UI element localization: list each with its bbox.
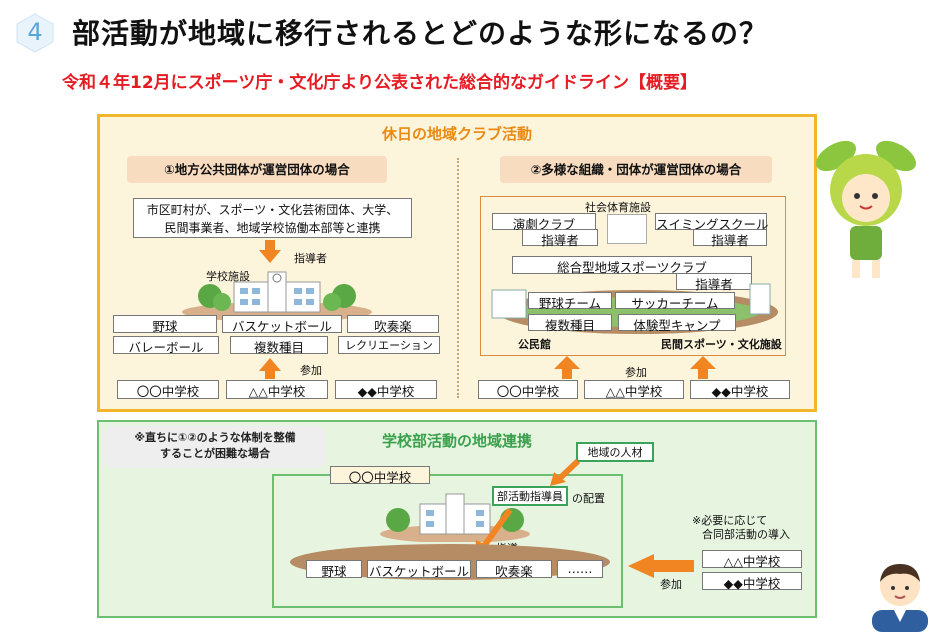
case-divider xyxy=(457,158,459,398)
case1-arrow-stem xyxy=(265,240,275,250)
page-title: 部活動が地域に移行されるとどのような形になるの？ xyxy=(72,12,768,52)
case1-activity-brass-band: 吹奏楽 xyxy=(347,315,439,333)
case2-activity-soccer-team: サッカーチーム xyxy=(615,292,735,309)
case2-community-hall-label: 公民館 xyxy=(518,336,551,352)
linkage-activity-basketball: バスケットボール xyxy=(367,560,471,578)
case1-activity-volleyball: バレーボール xyxy=(113,336,219,354)
case2-up-arrow-a-icon xyxy=(554,356,580,369)
case2-up-arrow-b-stem xyxy=(698,369,708,379)
case2-participate-label: 参加 xyxy=(625,364,647,380)
page-subtitle: 令和４年12月にスポーツ庁・文化庁より公表された総合的なガイドライン【概要】 xyxy=(62,68,697,93)
linkage-activity-more: …… xyxy=(557,560,603,578)
case2-club-swimming: スイミングスクール xyxy=(655,213,767,230)
case2-up-arrow-a-stem xyxy=(562,369,572,379)
linkage-activity-baseball: 野球 xyxy=(306,560,362,578)
case2-instructor-b: 指導者 xyxy=(693,229,767,246)
joint-note-line2: 合同部活動の導入 xyxy=(702,526,790,542)
linkage-participate-label: 参加 xyxy=(660,576,682,592)
case1-school-a: 〇〇中学校 xyxy=(117,380,219,399)
case2-instructor-a: 指導者 xyxy=(522,229,598,246)
case2-school-a: 〇〇中学校 xyxy=(478,380,578,399)
linkage-note-line2: することが困難な場合 xyxy=(104,446,326,462)
club-coach-suffix: の配置 xyxy=(572,490,605,506)
linkage-note-line1: ※直ちに①②のような体制を整備 xyxy=(104,430,326,446)
case2-private-facility-label: 民間スポーツ・文化施設 xyxy=(661,336,782,352)
case1-school-c: ◆◆中学校 xyxy=(335,380,437,399)
case2-activity-baseball-team: 野球チーム xyxy=(528,292,612,309)
talent-arrow-icon xyxy=(548,458,582,488)
case1-activity-multi-sport: 複数種目 xyxy=(230,336,328,354)
case1-activity-baseball: 野球 xyxy=(113,315,217,333)
case1-heading: ①地方公共団体が運営団体の場合 xyxy=(127,156,387,183)
participate-left-arrow-icon xyxy=(628,554,654,578)
linkage-activity-brass-band: 吹奏楽 xyxy=(476,560,552,578)
case2-heading: ②多様な組織・団体が運営団体の場合 xyxy=(500,156,772,183)
participate-arrow-stem xyxy=(654,560,694,572)
case1-coop-line1: 市区町村が、スポーツ・文化芸術団体、大学、 xyxy=(134,201,411,219)
joint-school-b: △△中学校 xyxy=(702,550,802,568)
case1-activity-recreation: レクリエーション xyxy=(338,336,440,354)
case2-club-drama: 演劇クラブ xyxy=(492,213,596,230)
case1-up-arrow-stem xyxy=(265,371,275,379)
case2-up-arrow-b-icon xyxy=(690,356,716,369)
local-talent-box: 地域の人材 xyxy=(576,442,654,462)
joint-school-c: ◆◆中学校 xyxy=(702,572,802,590)
weekend-club-title: 休日の地域クラブ活動 xyxy=(100,123,814,144)
school-building-icon xyxy=(182,262,372,320)
case2-facility-building-icon xyxy=(607,214,647,244)
case1-up-arrow-icon xyxy=(259,358,281,371)
case2-activity-camp: 体験型キャンプ xyxy=(618,314,736,331)
case1-coop-line2: 民間事業者、地域学校協働本部等と連携 xyxy=(134,219,411,237)
linkage-note: ※直ちに①②のような体制を整備 することが困難な場合 xyxy=(104,426,326,468)
person-icon xyxy=(864,556,936,632)
case1-school-b: △△中学校 xyxy=(226,380,328,399)
section-number: 4 xyxy=(14,18,56,46)
section-number-badge: 4 xyxy=(14,12,56,54)
linkage-school-label: 〇〇中学校 xyxy=(330,466,430,484)
case2-school-b: △△中学校 xyxy=(584,380,684,399)
case1-coop-box: 市区町村が、スポーツ・文化芸術団体、大学、 民間事業者、地域学校協働本部等と連携 xyxy=(133,198,412,238)
case1-participate-label: 参加 xyxy=(300,362,322,378)
case1-activity-basketball: バスケットボール xyxy=(222,315,342,333)
case2-sports-club: 総合型地域スポーツクラブ xyxy=(512,256,752,274)
case2-activity-multi-sport: 複数種目 xyxy=(528,314,612,331)
case2-school-c: ◆◆中学校 xyxy=(690,380,790,399)
leaf-mascot-icon xyxy=(806,128,926,288)
